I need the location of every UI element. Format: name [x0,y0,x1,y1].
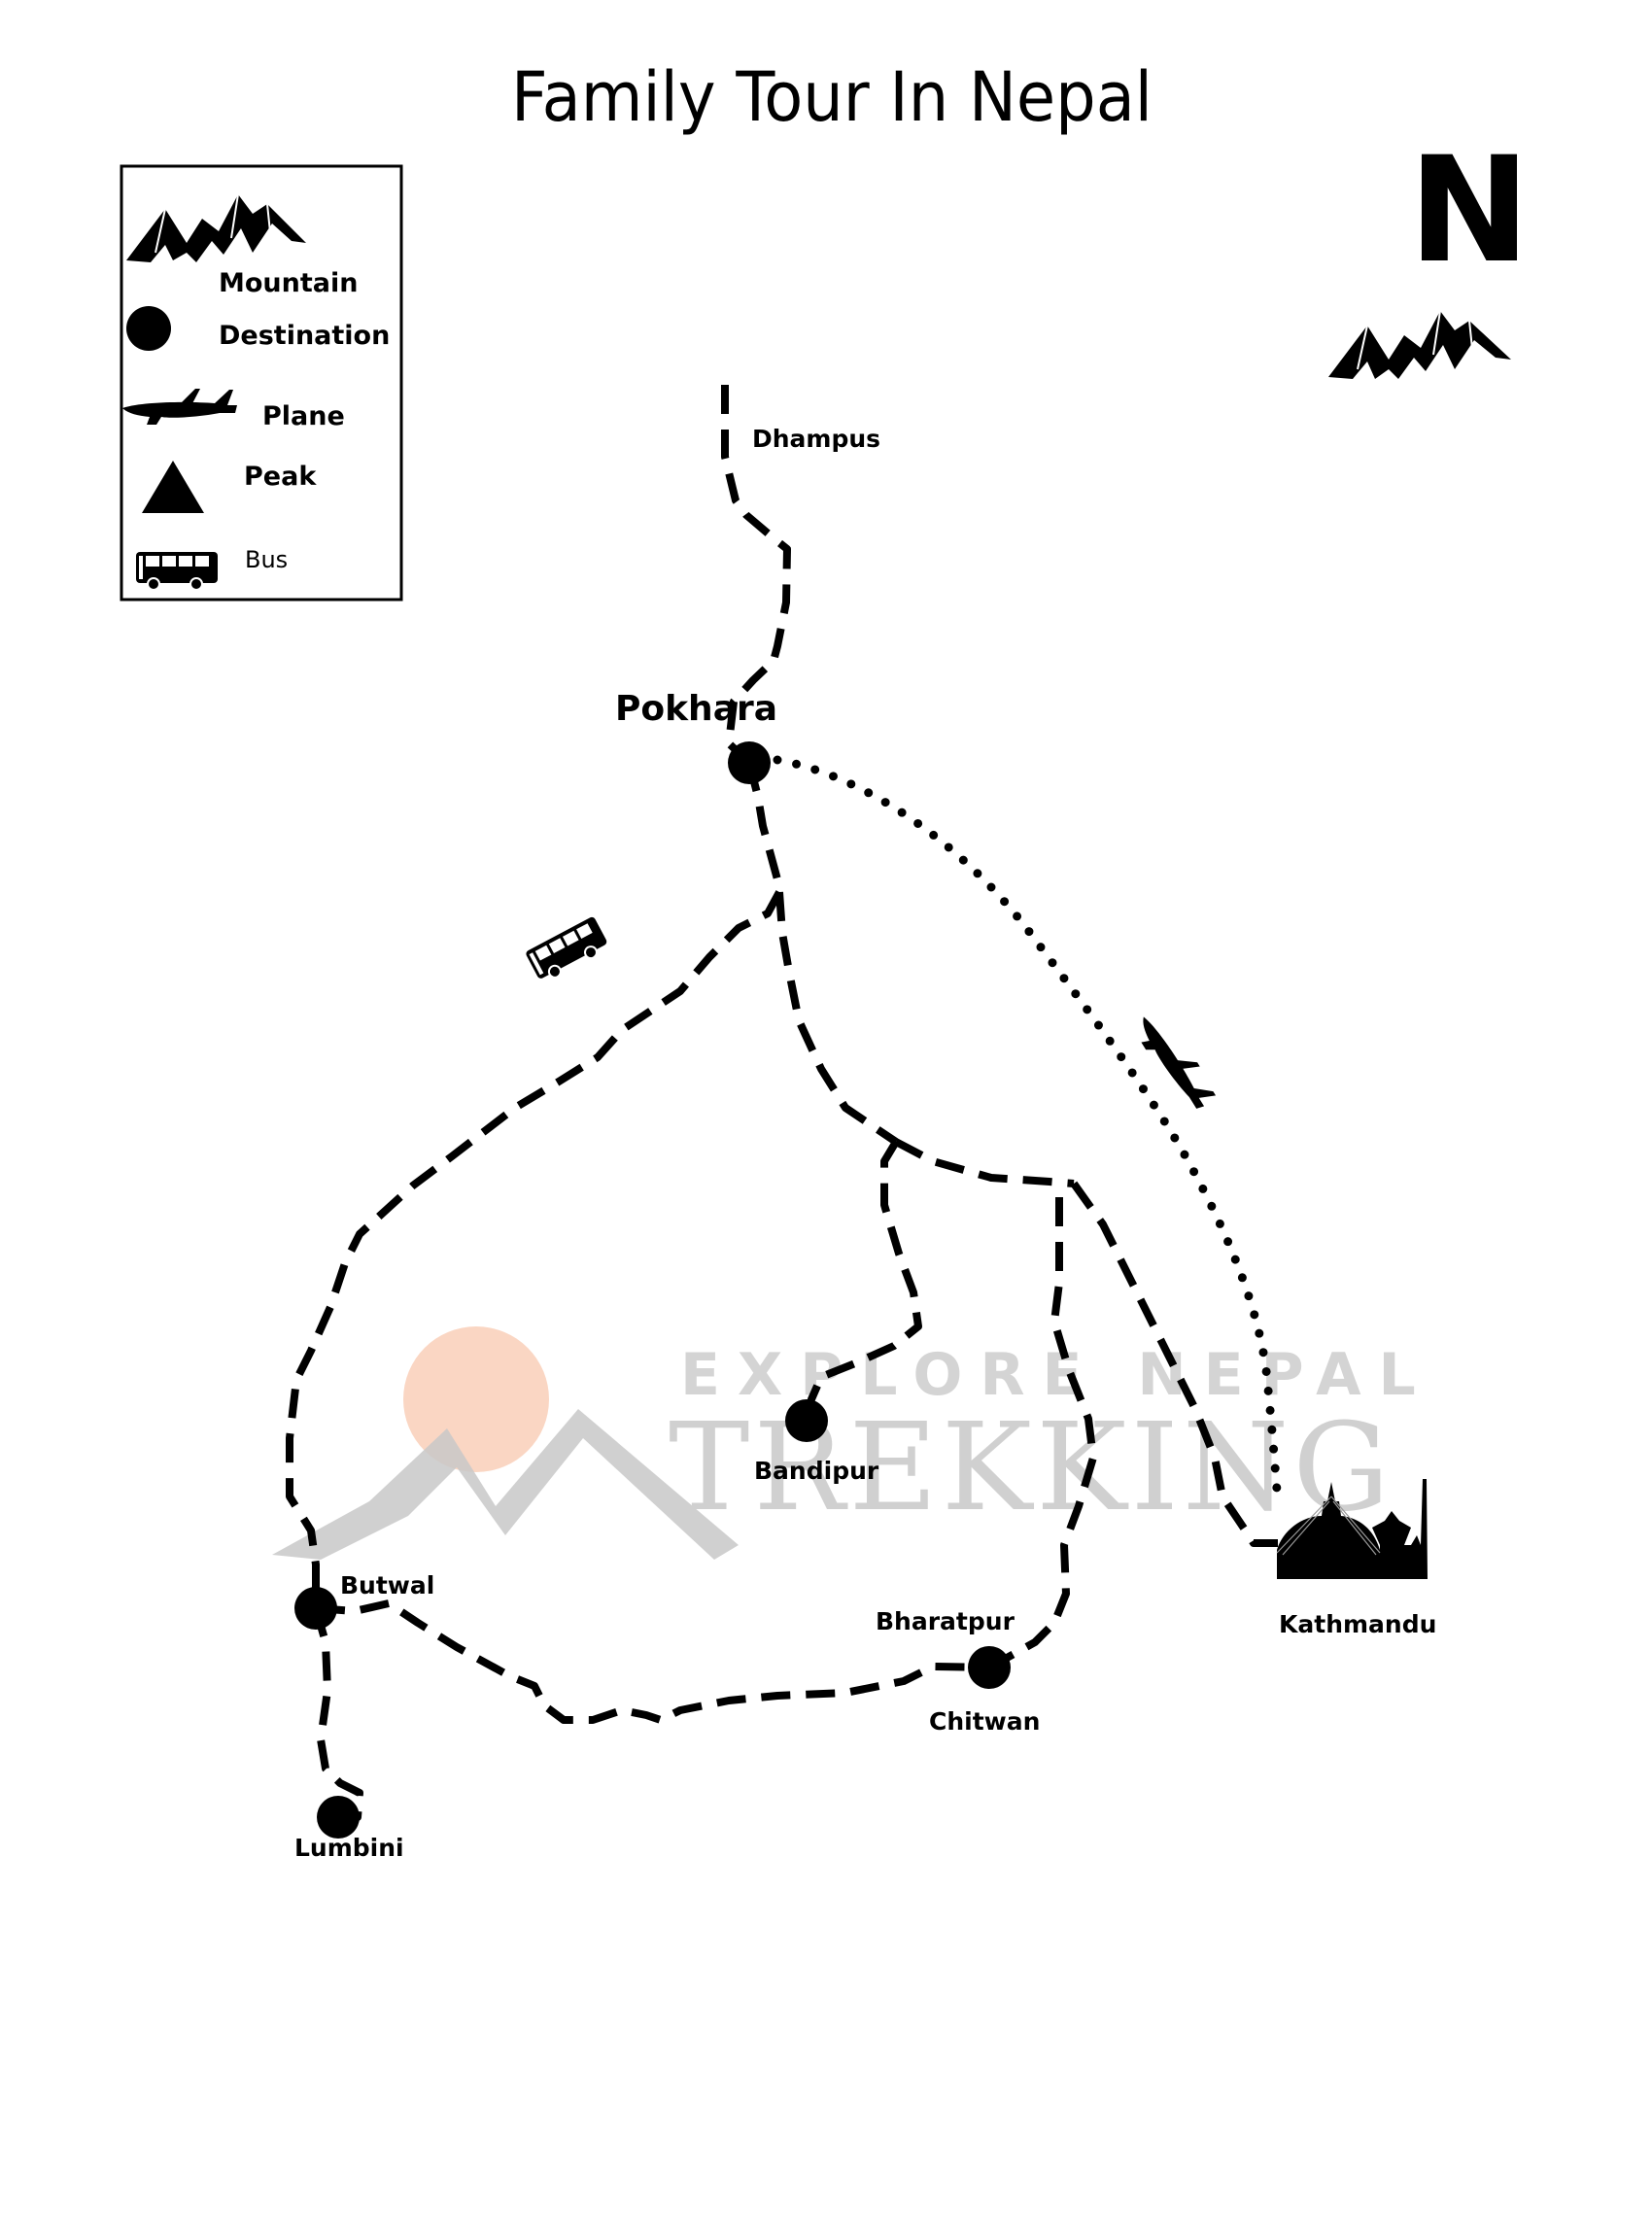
legend-label-bus: Bus [245,546,288,573]
destination-chitwan[interactable] [968,1646,1011,1689]
watermark-line1: EXPLORE NEPAL [680,1341,1433,1409]
map-plane-icon [1141,1016,1217,1109]
mountain-icon [126,193,306,262]
route-dhampus-pokhara [721,385,791,766]
bus-icon [136,552,218,591]
route-junction-butwal [286,890,783,1608]
destinations [294,741,1011,1839]
legend-box [120,164,403,602]
label-bandipur: Bandipur [754,1457,879,1485]
label-butwal: Butwal [340,1571,434,1599]
route-butwal-lumbini [312,1606,363,1821]
route-east-branch [894,1138,1075,1187]
kathmandu-skyline-icon [1276,1479,1428,1579]
label-lumbini: Lumbini [294,1834,404,1862]
flight-pokhara-kathmandu [773,755,1283,1506]
route-chitwan-bharatpur [987,1197,1097,1671]
routes [286,385,1283,1821]
destination-butwal[interactable] [294,1587,337,1630]
legend-label-plane: Plane [262,401,345,431]
north-indicator: N [1408,126,1531,295]
destination-dot-icon [126,306,171,351]
route-butwal-chitwan [315,1599,990,1724]
label-pokhara: Pokhara [615,689,777,729]
label-bharatpur: Bharatpur [876,1607,1015,1635]
route-bandipur [803,1139,922,1422]
watermark-mountain [272,1409,739,1560]
destination-bandipur[interactable] [785,1399,828,1442]
map-title: Family Tour In Nepal [511,57,1153,137]
plane-icon [122,389,237,425]
destination-lumbini[interactable] [317,1796,360,1839]
legend-label-mountain: Mountain [219,268,358,298]
map-bus-icon [526,916,607,979]
label-dhampus: Dhampus [752,425,880,453]
legend-label-destination: Destination [219,321,390,351]
north-mountain-icon [1328,310,1511,379]
label-chitwan: Chitwan [929,1707,1040,1736]
route-kathmandu [1070,1181,1278,1547]
legend: Mountain Destination Plane Peak Bus [120,164,403,602]
route-junction-south [775,891,899,1146]
peak-triangle-icon [142,461,204,513]
destination-pokhara[interactable] [728,741,771,784]
label-kathmandu: Kathmandu [1279,1610,1436,1638]
legend-label-peak: Peak [244,462,317,492]
route-pokhara-junction [745,762,783,893]
